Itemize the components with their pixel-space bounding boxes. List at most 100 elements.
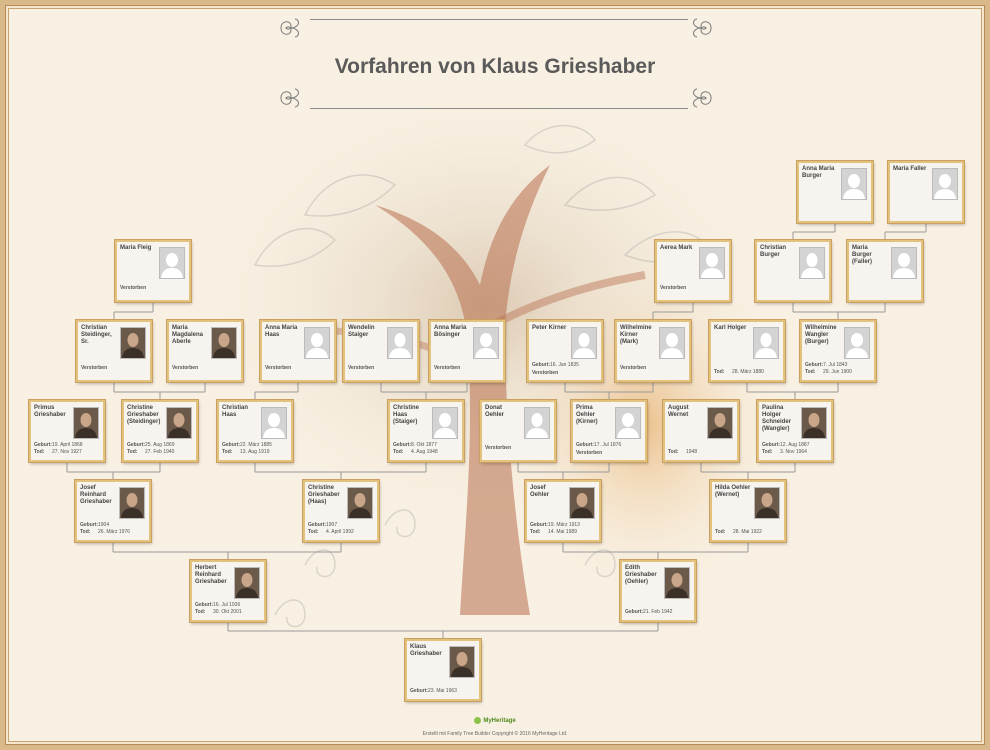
person-card-wilhelmine-kirner-mark[interactable]: Wilhelmine Kirner (Mark)Verstorben (615, 320, 691, 382)
person-name: Wendelin Staiger (348, 325, 375, 338)
person-card-christian-burger[interactable]: Christian Burger (755, 240, 831, 302)
person-card-maria-burger-faller[interactable]: Maria Burger (Faller) (847, 240, 923, 302)
person-name: Primus Grieshaber (34, 405, 66, 418)
fact-row-death: Tod:3. Nov 1964 (762, 449, 830, 456)
fact-label: Geburt: (762, 442, 781, 448)
fact-label: Geburt: (80, 522, 99, 528)
fact-row-death: Tod:1948 (668, 449, 736, 456)
fact-value: 14. Mai 1989 (548, 529, 577, 535)
person-name: Wilhelmine Wangler (Burger) (805, 325, 837, 345)
person-card-edith-grieshaber-oehler[interactable]: Edith Grieshaber (Oehler) Geburt:21. Feb … (620, 560, 696, 622)
profile-silhouette-icon (432, 407, 458, 439)
profile-silhouette-icon (799, 247, 825, 279)
person-card-anna-maria-burger[interactable]: Anna Maria Burger (797, 161, 873, 223)
person-status: Verstorben (348, 365, 375, 371)
person-name: Aerea Mark (660, 245, 693, 251)
fact-row-death: Tod:4. Aug 1948 (393, 449, 461, 456)
brand-logo: MyHeritage (5, 717, 985, 724)
person-facts: Tod: 28. Mai 1922 (715, 529, 783, 536)
fact-value: 26. März 1976 (98, 529, 130, 535)
fact-value: 30. Okt 2001 (213, 609, 242, 615)
fact-row-death: Tod:4. April 1992 (308, 529, 376, 536)
person-photo (754, 487, 780, 519)
person-facts: Tod:28. März 1880 (714, 369, 782, 376)
fact-value: 16. Jul 1936 (213, 602, 241, 608)
fact-label: Tod: (127, 449, 138, 455)
person-status: Verstorben (120, 285, 147, 291)
person-card-christine-grieshaber-steidinger[interactable]: Christine Grieshaber (Steidinger)Geburt:… (122, 400, 198, 462)
fact-label: Tod: (530, 529, 541, 535)
fact-label: Geburt: (393, 442, 412, 448)
fact-row-birth: Geburt:21. Feb 1942 (625, 609, 693, 616)
fact-row-death: Tod:28. März 1880 (714, 369, 782, 376)
fact-row-death: Tod:27. Feb 1940 (127, 449, 195, 456)
page-title: Vorfahren von Klaus Grieshaber (334, 55, 656, 78)
person-photo (569, 487, 595, 519)
person-name: Edith Grieshaber (Oehler) (625, 565, 657, 585)
fact-value: 3. Nov 1964 (780, 449, 807, 455)
fact-label: Geburt: (308, 522, 327, 528)
fact-label: Tod: (715, 529, 726, 535)
fact-row-birth: Geburt:1904 (80, 522, 148, 529)
profile-silhouette-icon (699, 247, 725, 279)
profile-silhouette-icon (304, 327, 330, 359)
fact-value: 4. April 1992 (326, 529, 354, 535)
fact-row-birth: Geburt:19. März 1913 (530, 522, 598, 529)
person-name: Anna Maria Haas (265, 325, 298, 338)
fact-row-death: Tod: 30. Okt 2001 (195, 609, 263, 616)
person-status: Verstorben (576, 450, 603, 456)
connector-lines (66, 223, 927, 639)
person-card-christine-haas-staiger[interactable]: Christine Haas (Staiger)Geburt:8. Okt 18… (388, 400, 464, 462)
fact-row-death: Tod:27. Nov 1927 (34, 449, 102, 456)
fact-label: Geburt: (127, 442, 146, 448)
person-card-christian-steidinger-sr[interactable]: Christian Steidinger, Sr.Verstorben (76, 320, 152, 382)
person-facts: Tod:1948 (668, 449, 736, 456)
fact-label: Geburt: (576, 442, 595, 448)
person-card-maria-faller[interactable]: Maria Faller (888, 161, 964, 223)
profile-silhouette-icon (524, 407, 550, 439)
fact-row-birth: Geburt:1907 (308, 522, 376, 529)
fact-value: 28. Mai 1922 (733, 529, 762, 535)
profile-silhouette-icon (844, 327, 870, 359)
person-status: Verstorben (172, 365, 199, 371)
person-name: Donat Oehler (485, 405, 505, 418)
fact-row-birth: Geburt:22. März 1885 (222, 442, 290, 449)
profile-silhouette-icon (659, 327, 685, 359)
fact-value: 7. Jul 1843 (823, 362, 848, 368)
person-card-paulina-holger-schneider-wangler[interactable]: Paulina Holger Schneider (Wangler)Geburt… (757, 400, 833, 462)
fact-label: Tod: (222, 449, 233, 455)
person-card-wilhelmine-wangler-burger[interactable]: Wilhelmine Wangler (Burger)Geburt:7. Jul… (800, 320, 876, 382)
person-status: Verstorben (485, 445, 512, 451)
person-name: Christine Grieshaber (Haas) (308, 485, 340, 505)
person-card-hilda-oehler-wernet[interactable]: Hilda Oehler (Wernet)Tod:28. Mai 1922 (710, 480, 786, 542)
fact-label: Tod: (195, 609, 206, 615)
person-name: Maria Burger (Faller) (852, 245, 873, 265)
profile-silhouette-icon (615, 407, 641, 439)
person-name: Josef Oehler (530, 485, 550, 498)
copyright-text: Erstellt mit Family Tree Builder Copyrig… (422, 731, 568, 737)
person-facts: Geburt:17. Jul 1876 (576, 442, 644, 449)
myheritage-logo-icon (474, 717, 482, 724)
fact-label: Geburt: (222, 442, 241, 448)
